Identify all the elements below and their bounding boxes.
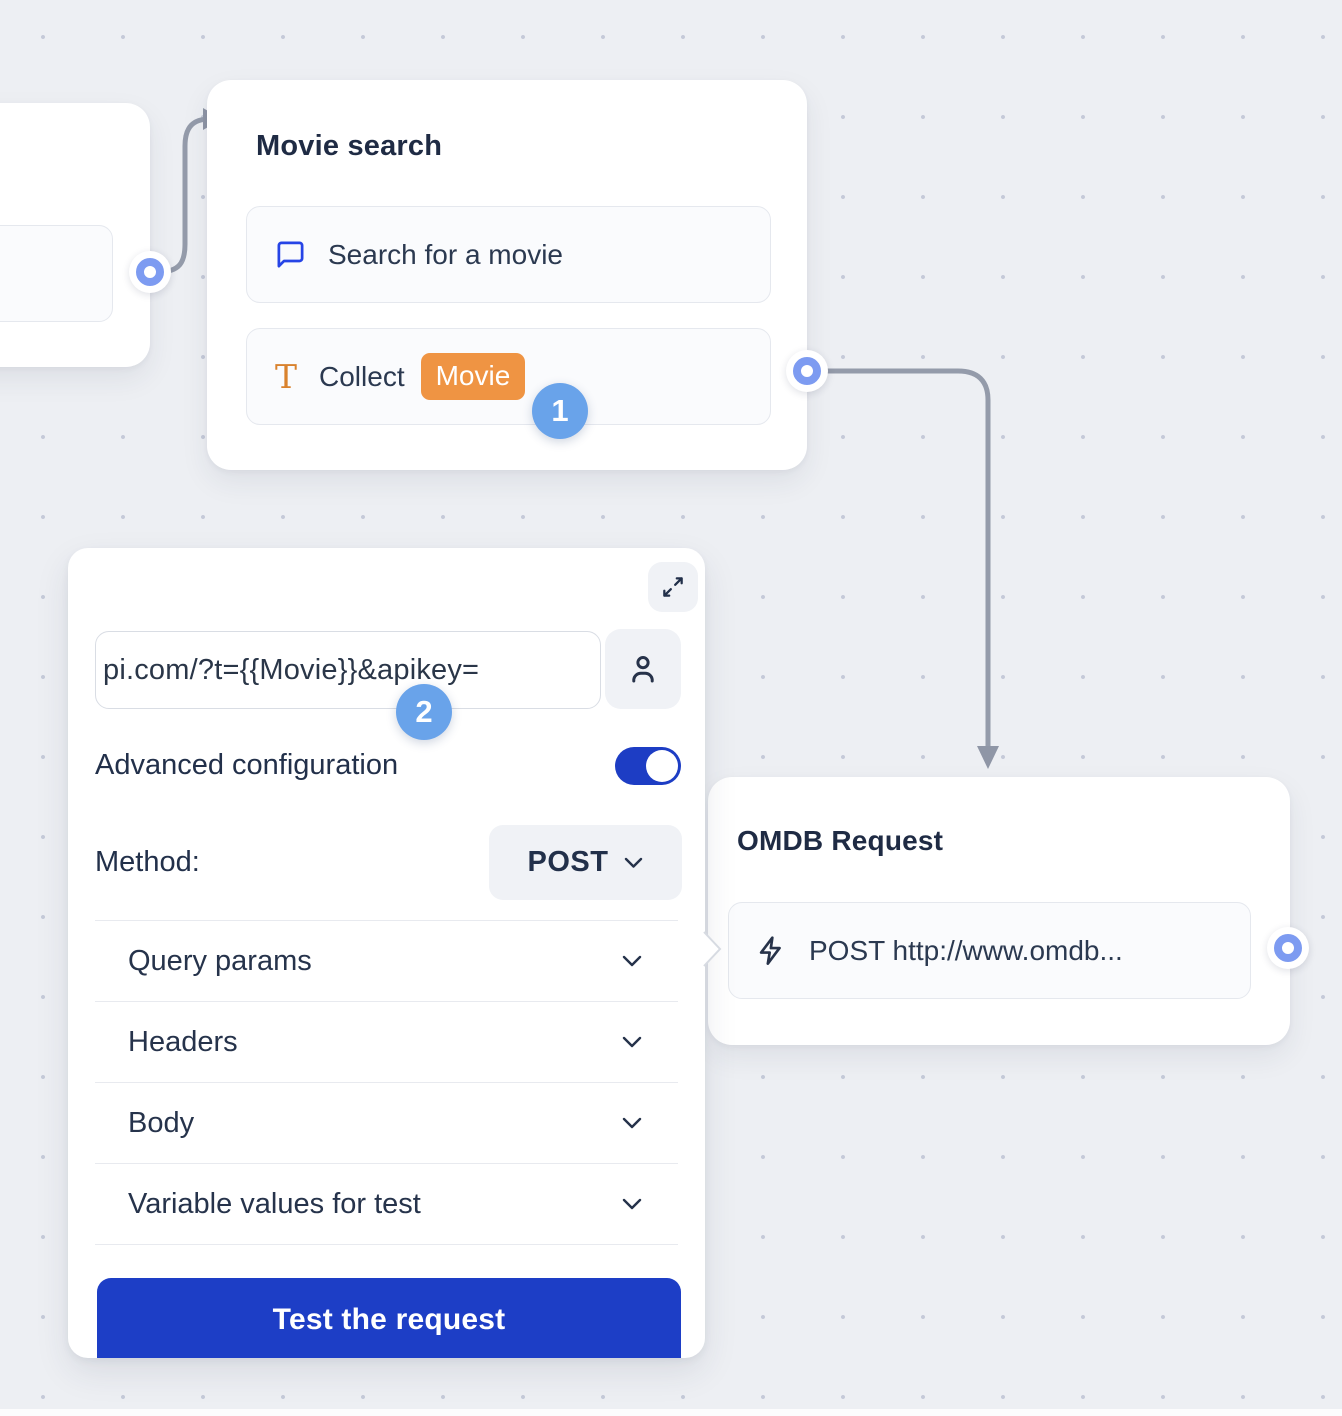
node-title: OMDB Request <box>737 825 944 856</box>
text-input-icon: T <box>275 357 298 396</box>
section-body[interactable]: Body <box>95 1083 678 1164</box>
port-ring <box>793 357 821 385</box>
chat-bubble-icon <box>275 239 306 270</box>
section-label: Body <box>128 1106 195 1139</box>
bottom-edge-strip <box>0 1409 1342 1416</box>
request-sections-accordion: Query params Headers Body <box>95 920 678 1245</box>
variables-button[interactable] <box>605 629 681 709</box>
section-label: Variable values for test <box>128 1187 421 1220</box>
method-value: POST <box>527 846 609 878</box>
chevron-down-icon <box>622 955 642 968</box>
test-request-button[interactable]: Test the request <box>97 1278 681 1358</box>
section-headers[interactable]: Headers <box>95 1002 678 1083</box>
method-select[interactable]: POST <box>489 825 682 900</box>
variable-tag-movie: Movie <box>420 353 526 400</box>
connector-movie-search-to-omdb <box>817 368 991 751</box>
node-movie-search[interactable]: Movie search Search for a movie T Collec… <box>207 80 807 470</box>
advanced-configuration-toggle[interactable] <box>615 747 681 785</box>
block-label: POST http://www.omdb... <box>809 934 1123 966</box>
node-title: Movie search <box>256 130 443 162</box>
output-port[interactable] <box>1267 927 1309 969</box>
expand-icon <box>660 574 686 600</box>
advanced-configuration-label: Advanced configuration <box>95 749 399 781</box>
section-variable-values-for-test[interactable]: Variable values for test <box>95 1164 678 1245</box>
output-port[interactable] <box>786 350 828 392</box>
expand-button[interactable] <box>648 562 698 612</box>
block-label: Collect <box>319 360 405 392</box>
output-port[interactable] <box>129 251 171 293</box>
port-ring <box>136 258 164 286</box>
partial-node-card[interactable] <box>0 103 150 367</box>
partial-node-item[interactable] <box>0 225 113 322</box>
chevron-down-icon <box>624 857 643 869</box>
url-input[interactable] <box>95 631 601 709</box>
port-ring <box>1274 934 1302 962</box>
block-search-for-a-movie[interactable]: Search for a movie <box>246 206 771 303</box>
section-label: Headers <box>128 1025 238 1058</box>
arrowhead-down-icon <box>977 746 999 769</box>
block-collect-movie[interactable]: T Collect Movie <box>246 328 771 425</box>
person-icon <box>626 652 660 686</box>
section-label: Query params <box>128 944 312 977</box>
section-query-params[interactable]: Query params <box>95 921 678 1002</box>
toggle-knob <box>646 750 678 782</box>
lightning-icon <box>755 935 787 967</box>
connector-left-to-movie-search <box>155 116 213 275</box>
step-badge-2: 2 <box>396 684 452 740</box>
block-label: Search for a movie <box>328 238 563 270</box>
chevron-down-icon <box>622 1198 642 1211</box>
method-label: Method: <box>95 846 200 878</box>
node-omdb-request[interactable]: OMDB Request POST http://www.omdb... <box>708 777 1290 1045</box>
block-webhook-post[interactable]: POST http://www.omdb... <box>728 902 1251 999</box>
input-notch-icon <box>703 931 722 967</box>
chevron-down-icon <box>622 1117 642 1130</box>
step-badge-1: 1 <box>532 383 588 439</box>
chevron-down-icon <box>622 1036 642 1049</box>
webhook-config-panel[interactable]: Advanced configuration Method: POST Quer… <box>68 548 705 1358</box>
